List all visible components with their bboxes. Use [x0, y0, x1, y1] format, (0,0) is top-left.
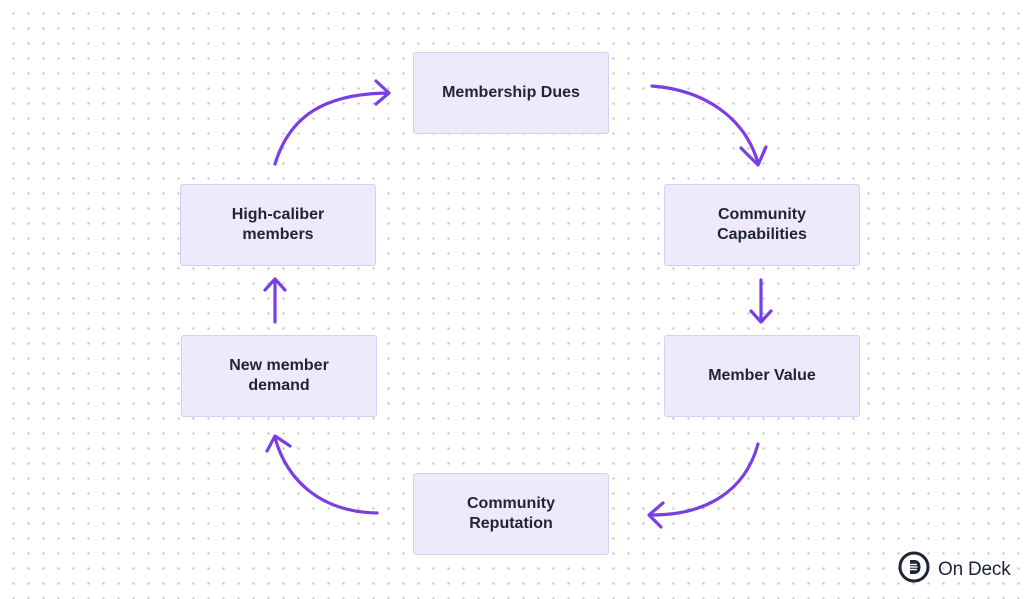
arrow-highcaliber-to-dues	[273, 79, 391, 166]
on-deck-logo-icon	[898, 551, 930, 588]
node-label: Community Capabilities	[717, 206, 807, 243]
arrow-reputation-to-demand	[265, 434, 379, 515]
node-label: New member demand	[229, 357, 329, 394]
arrow-capabilities-to-value	[749, 278, 773, 324]
node-community-reputation: Community Reputation	[413, 473, 609, 555]
node-membership-dues: Membership Dues	[413, 52, 609, 134]
node-label: Member Value	[708, 367, 816, 384]
node-label: High-caliber members	[231, 206, 325, 243]
node-member-value: Member Value	[664, 335, 860, 417]
node-new-member-demand: New member demand	[181, 335, 377, 417]
brand-logo: On Deck	[898, 551, 1011, 588]
node-label: Membership Dues	[442, 84, 580, 101]
node-high-caliber-members: High-caliber members	[180, 184, 376, 266]
arrow-value-to-reputation	[647, 442, 760, 529]
arrow-dues-to-capabilities	[650, 84, 768, 167]
arrow-demand-to-highcaliber	[263, 277, 287, 324]
node-community-capabilities: Community Capabilities	[664, 184, 860, 266]
brand-name: On Deck	[938, 558, 1011, 580]
node-label: Community Reputation	[467, 495, 555, 532]
